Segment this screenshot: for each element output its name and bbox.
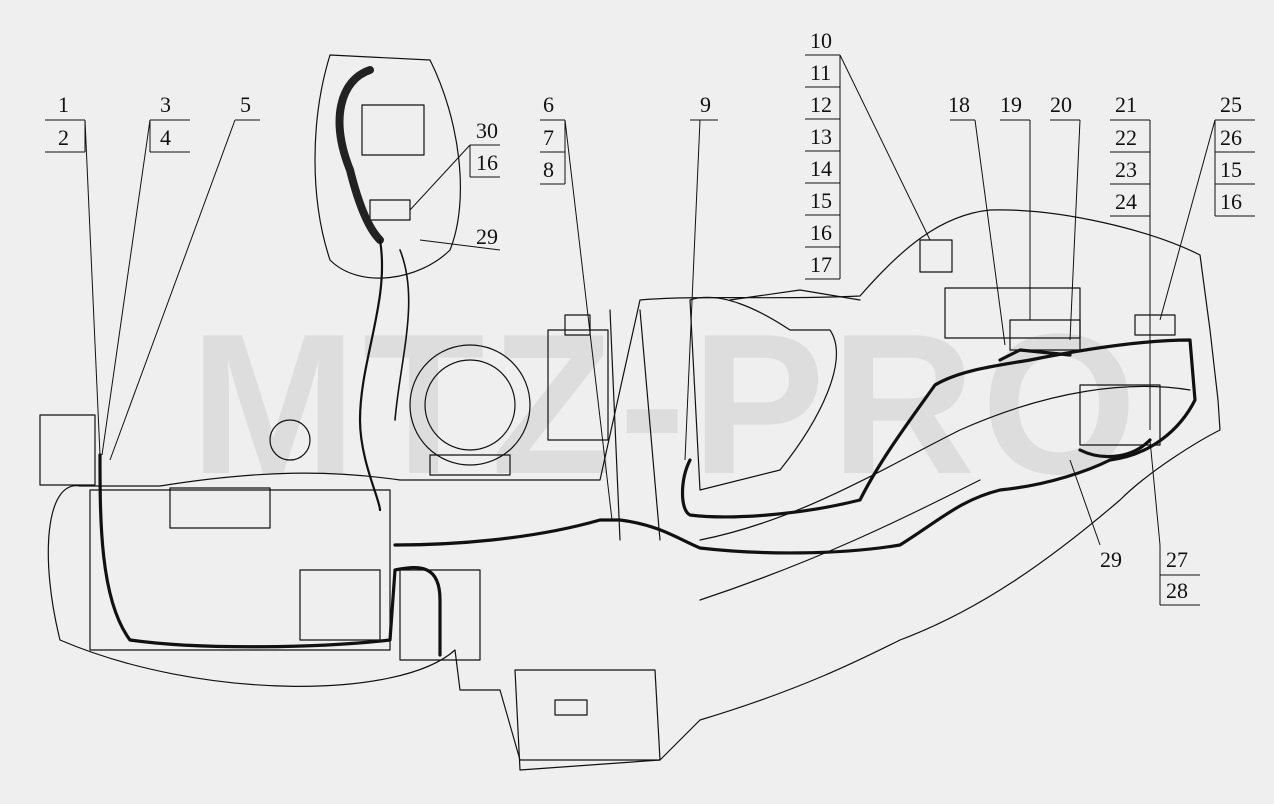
control-panel-right: [1009, 319, 1081, 351]
body-outline: [47, 209, 1221, 761]
callout-2: 2: [58, 125, 69, 150]
connector-clamp: [369, 199, 411, 221]
control-panel-left: [944, 287, 1081, 339]
battery-terminal: [554, 699, 588, 716]
air-filter-body: [409, 344, 531, 466]
callout-23: 23: [1115, 157, 1137, 182]
callout-24: 24: [1115, 189, 1137, 214]
harness-branch-right: [1078, 438, 1152, 459]
callout-19: 19: [1000, 92, 1022, 117]
callout-12: 12: [810, 92, 832, 117]
callout-29b: 29: [1100, 547, 1122, 572]
harness-hose: [335, 66, 384, 244]
callout-22: 22: [1115, 125, 1137, 150]
engine-block: [89, 489, 391, 651]
radiator-tank: [39, 414, 96, 486]
cab-post: [609, 309, 661, 541]
switch-box: [1134, 314, 1176, 336]
fuse-box: [547, 329, 609, 441]
fuse-box-cap: [564, 314, 591, 336]
seat-outline: [689, 296, 837, 491]
callout-13: 13: [810, 124, 832, 149]
transmission-box: [399, 569, 481, 661]
callout-30: 30: [476, 118, 498, 143]
callout-7: 7: [543, 125, 554, 150]
callout-8: 8: [543, 157, 554, 182]
callout-16b: 16: [1220, 189, 1242, 214]
callout-15: 15: [810, 188, 832, 213]
turbo-outline: [269, 419, 311, 461]
armrest-unit: [1079, 384, 1161, 446]
callout-17: 17: [810, 252, 832, 277]
harness-drop-2: [394, 249, 410, 421]
engine-cover: [169, 487, 271, 529]
callout-26: 26: [1220, 125, 1242, 150]
callout-16: 16: [810, 220, 832, 245]
callout-11: 11: [810, 60, 832, 85]
detail-callout-outline: [314, 54, 461, 279]
callout-25: 25: [1220, 92, 1242, 117]
callout-9: 9: [700, 92, 711, 117]
air-filter-inner: [424, 359, 516, 451]
display-monitor: [919, 239, 953, 273]
callout-5: 5: [240, 92, 251, 117]
harness-cab-floor: [680, 338, 1197, 519]
harness-main-engine: [98, 453, 442, 657]
steering-column: [729, 289, 861, 301]
oil-pan: [299, 569, 381, 641]
leader-lines: [45, 54, 1255, 606]
harness-panel-feed: [998, 348, 1072, 362]
battery-box: [514, 669, 661, 771]
callout-29a: 29: [476, 224, 498, 249]
callout-16c: 16: [476, 150, 498, 175]
harness-main-frame: [393, 458, 1112, 555]
connector-housing: [361, 104, 425, 156]
callout-3: 3: [160, 92, 171, 117]
watermark-text: MTZ-PRO: [190, 293, 1143, 516]
fender-curve-2: [699, 479, 981, 601]
air-filter-base: [429, 454, 511, 476]
callout-10: 10: [810, 28, 832, 53]
callout-28: 28: [1166, 578, 1188, 603]
callout-20: 20: [1050, 92, 1072, 117]
callout-4: 4: [160, 125, 171, 150]
harness-drop: [358, 238, 384, 512]
callout-18: 18: [948, 92, 970, 117]
callout-15b: 15: [1220, 157, 1242, 182]
callout-21: 21: [1115, 92, 1137, 117]
callout-27: 27: [1166, 547, 1188, 572]
callout-14: 14: [810, 156, 832, 181]
callout-6: 6: [543, 92, 554, 117]
callout-1: 1: [58, 92, 69, 117]
